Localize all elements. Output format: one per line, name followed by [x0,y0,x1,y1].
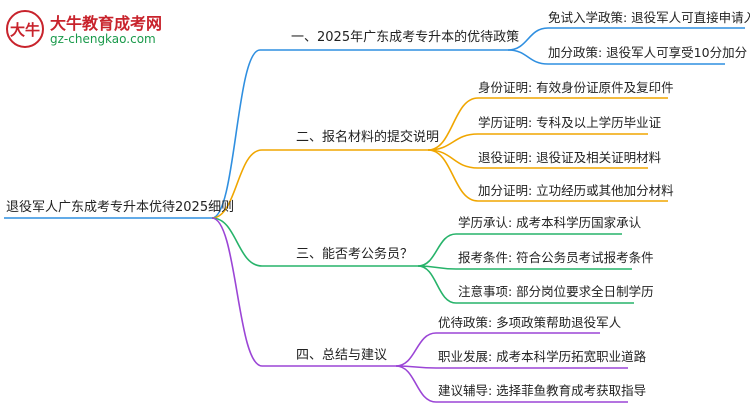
root-to-branch-1-curve [211,49,261,219]
logo: 大牛 大牛教育成考网 gz-chengkao.com [6,8,206,52]
logo-mark: 大牛 [6,10,44,48]
branch-3-leaf-3-curve [417,265,457,304]
branch-civil-service: 三、能否考公务员？ [296,247,414,262]
leaf-id-proof: 身份证明: 有效身份证原件及复印件 [478,80,674,95]
root-node: 退役军人广东成考专升本优待2025细则 [6,200,235,215]
leaf-tutoring: 建议辅导: 选择菲鱼教育成考获取指导 [438,383,647,398]
leaf-exam-exemption: 免试入学政策: 退役军人可直接申请入学 [548,10,750,25]
root-to-branch-4-curve [211,217,263,367]
branch-4-leaf-1-curve [395,332,437,367]
leaf-veteran-proof: 退役证明: 退役证及相关证明材料 [478,150,662,165]
leaf-exam-conditions: 报考条件: 符合公务员考试报考条件 [458,250,654,265]
leaf-career: 职业发展: 成考本科学历拓宽职业道路 [438,349,647,364]
branch-1-leaf-2-curve [507,49,549,65]
root-to-branch-3-curve [211,217,263,267]
branch-policy: 一、2025年广东成考专升本的优待政策 [291,30,520,45]
branch-summary: 四、总结与建议 [296,348,388,363]
branch-2-leaf-2-curve [427,133,479,151]
leaf-bonus-proof: 加分证明: 立功经历或其他加分材料 [478,183,674,198]
branch-materials: 二、报名材料的提交说明 [296,130,440,145]
leaf-degree-recognition: 学历承认: 成考本科学历国家承认 [458,215,642,230]
root-to-branch-2-curve [211,149,263,219]
branch-4-leaf-3-curve [395,365,437,403]
branch-2-leaf-1-curve [427,97,479,151]
leaf-degree-proof: 学历证明: 专科及以上学历毕业证 [478,115,662,130]
leaf-policy-help: 优待政策: 多项政策帮助退役军人 [438,315,622,330]
branch-1-leaf-1-curve [507,27,549,51]
leaf-bonus-points: 加分政策: 退役军人可享受10分加分 [548,45,748,60]
logo-title: 大牛教育成考网 [50,14,163,33]
leaf-notes: 注意事项: 部分岗位要求全日制学历 [458,284,654,299]
branch-3-leaf-1-curve [417,233,457,267]
branch-2-leaf-4-curve [427,149,479,202]
logo-url: gz-chengkao.com [50,32,156,46]
